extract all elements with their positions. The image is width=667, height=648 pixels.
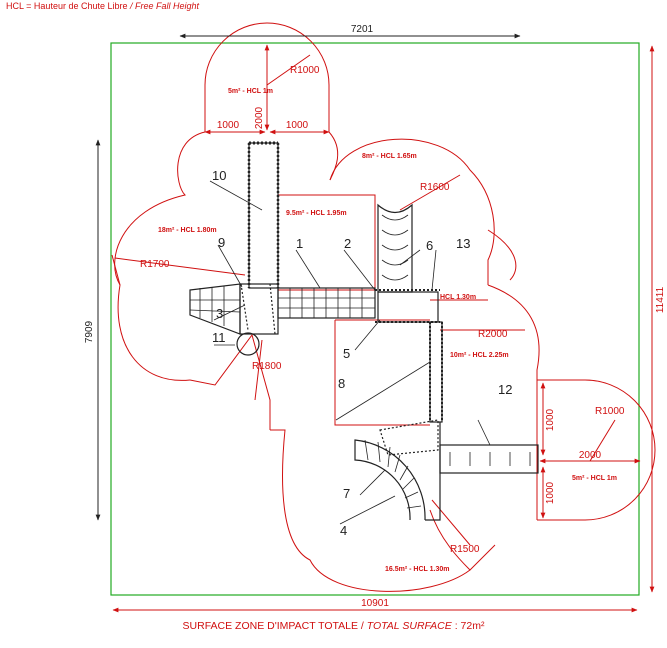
zone-label-platform: 9.5m² - HCL 1.95m — [286, 210, 347, 217]
zone-label-bottom: 16.5m² - HCL 1.30m — [385, 566, 449, 573]
zone-label-small: HCL 1.30m — [440, 294, 476, 301]
total-surface-caption: SURFACE ZONE D'IMPACT TOTALE / TOTAL SUR… — [0, 620, 667, 632]
dim-r1500: R1500 — [450, 544, 480, 555]
dim-r1000-top: R1000 — [290, 65, 320, 76]
component-7: 7 — [343, 486, 350, 501]
dim-1000-top-right: 1000 — [286, 120, 309, 131]
dim-2000-top: 2000 — [254, 106, 265, 129]
dim-width: 7201 — [351, 24, 374, 35]
dim-r1000-right: R1000 — [595, 406, 625, 417]
dim-r1600: R1600 — [420, 182, 450, 193]
component-11: 11 — [212, 330, 226, 345]
total-surface-value: : 72m² — [454, 620, 485, 632]
zone-label-right: 5m² - HCL 1m — [572, 475, 617, 482]
component-9: 9 — [218, 235, 225, 250]
zone-label-tower: 10m² - HCL 2.25m — [450, 352, 509, 359]
hcl-legend-fr: HCL = Hauteur de Chute Libre — [6, 1, 128, 11]
component-13: 13 — [456, 236, 470, 251]
component-4: 4 — [340, 523, 347, 538]
zone-label-top: 5m² - HCL 1m — [228, 88, 273, 95]
component-1: 1 — [296, 236, 303, 251]
dim-2000-right: 2000 — [579, 450, 602, 461]
dim-r1800: R1800 — [252, 361, 282, 372]
dim-height-right: 11411 — [655, 286, 666, 313]
total-surface-fr: SURFACE ZONE D'IMPACT TOTALE / — [182, 620, 364, 632]
dim-total-width: 10901 — [361, 598, 389, 609]
hcl-legend: HCL = Hauteur de Chute Libre / Free Fall… — [6, 1, 199, 11]
dim-1000-top-left: 1000 — [217, 120, 240, 131]
hcl-legend-en: / Free Fall Height — [130, 1, 200, 11]
dim-1000-right-top: 1000 — [545, 408, 556, 431]
component-6: 6 — [426, 238, 433, 253]
component-8: 8 — [338, 376, 345, 391]
component-10: 10 — [212, 168, 226, 183]
dim-r2000: R2000 — [478, 329, 508, 340]
site-boundary — [110, 42, 640, 596]
component-5: 5 — [343, 346, 350, 361]
dim-1000-right-bottom: 1000 — [545, 481, 556, 504]
total-surface-en: TOTAL SURFACE — [366, 620, 452, 632]
play-structure — [189, 141, 539, 521]
impact-zone-outline — [111, 22, 656, 592]
dim-r1700: R1700 — [140, 259, 170, 270]
dim-height-left: 7909 — [84, 320, 95, 343]
zone-label-slide: 8m² - HCL 1.65m — [362, 153, 417, 160]
component-2: 2 — [344, 236, 351, 251]
component-3: 3 — [216, 306, 223, 321]
component-12: 12 — [498, 382, 512, 397]
zone-label-left: 18m² - HCL 1.80m — [158, 227, 217, 234]
